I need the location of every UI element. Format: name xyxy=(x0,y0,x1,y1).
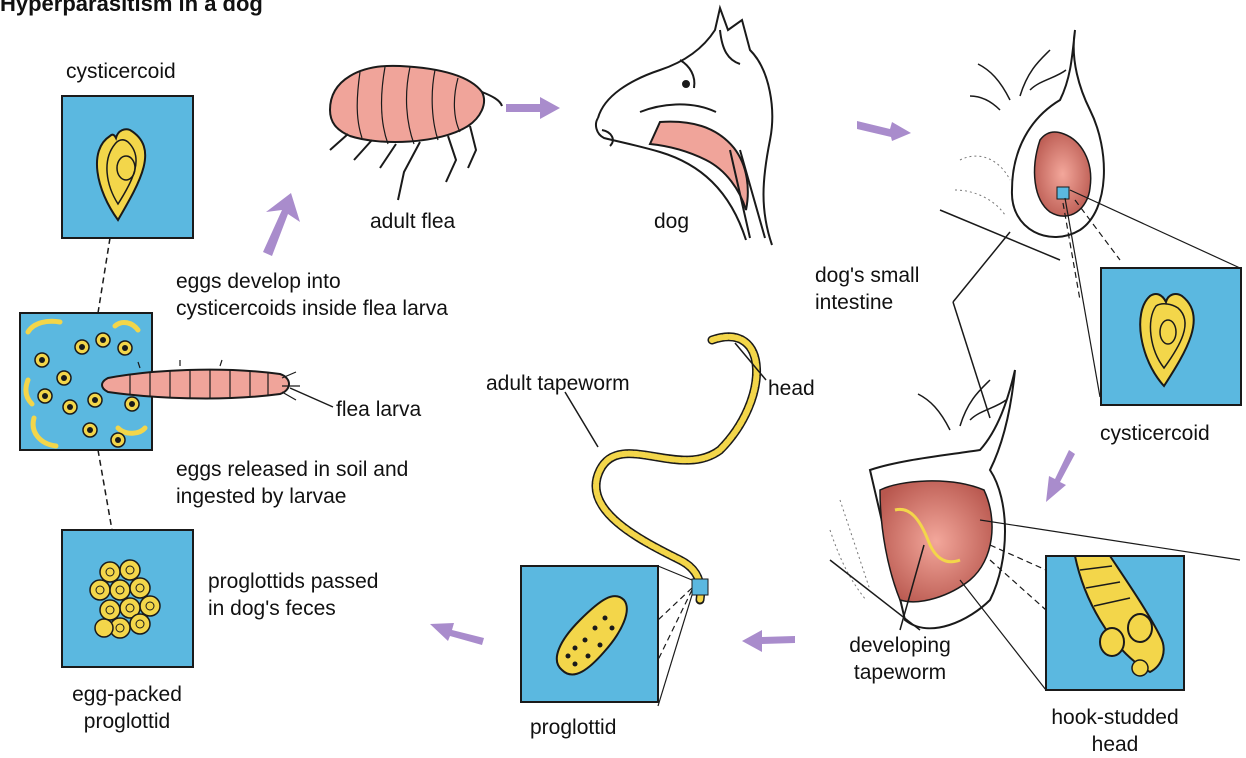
label-dogs-small-intestine: dog's small intestine xyxy=(815,262,919,316)
label-hook-studded-head: hook-studded head xyxy=(1030,704,1200,758)
label-flea-larva: flea larva xyxy=(336,396,421,423)
label-proglottids-passed: proglottids passed in dog's feces xyxy=(208,568,378,622)
label-egg-packed-proglottid: egg-packed proglottid xyxy=(52,681,202,735)
label-proglottid: proglottid xyxy=(530,714,616,741)
label-cysticercoid-right: cysticercoid xyxy=(1100,420,1210,447)
diagram-title: Hyperparasitism in a dog xyxy=(0,0,263,17)
label-adult-tapeworm: adult tapeworm xyxy=(486,370,630,397)
label-head: head xyxy=(768,375,815,402)
label-dog: dog xyxy=(654,208,689,235)
label-adult-flea: adult flea xyxy=(370,208,455,235)
label-eggs-released: eggs released in soil and ingested by la… xyxy=(176,456,408,510)
label-developing-tapeworm: developing tapeworm xyxy=(830,632,970,686)
label-eggs-develop: eggs develop into cysticercoids inside f… xyxy=(176,268,448,322)
label-cysticercoid-top: cysticercoid xyxy=(66,58,176,85)
